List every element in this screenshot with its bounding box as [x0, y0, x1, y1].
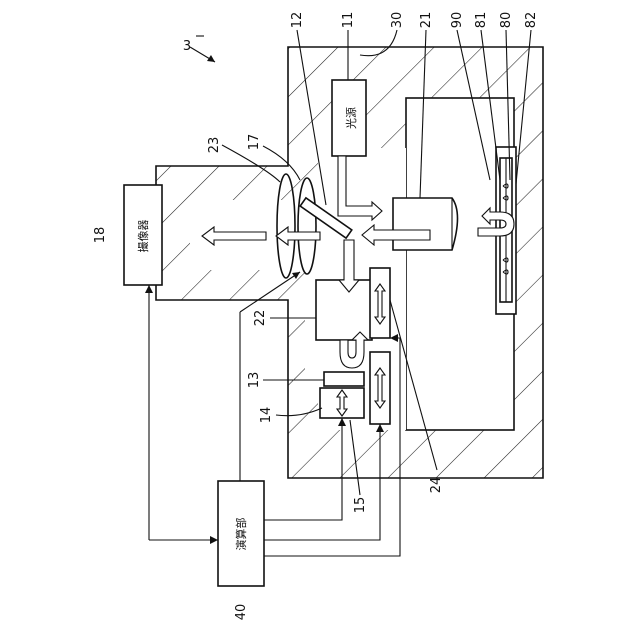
- ref-18: 18: [93, 227, 108, 244]
- ref-12: 12: [290, 12, 305, 29]
- ref-40: 40: [234, 604, 249, 621]
- ref-13: 13: [247, 372, 262, 389]
- ref-14: 14: [259, 407, 274, 424]
- ref-17: 17: [247, 134, 262, 151]
- ref-22: 22: [253, 310, 268, 327]
- actuator-15: [370, 352, 390, 424]
- ref-3: 3: [183, 39, 191, 54]
- actuator-24: [370, 268, 390, 338]
- calculator-label: 演算部: [234, 518, 248, 551]
- ref-30: 30: [390, 12, 405, 29]
- ref-21: 21: [419, 12, 434, 29]
- objective-lens-21: [393, 198, 458, 250]
- calculation-unit-40: 演算部: [218, 481, 264, 586]
- ref-81: 81: [474, 12, 489, 29]
- ref-80: 80: [499, 12, 514, 29]
- detector-22: [316, 280, 372, 340]
- ref-15: 15: [353, 497, 368, 514]
- light-source-label: 光源: [344, 107, 358, 129]
- camera-label: 撮像器: [136, 220, 150, 253]
- light-source-11: 光源: [332, 80, 366, 156]
- ref-82: 82: [524, 12, 539, 29]
- ref-90: 90: [450, 12, 465, 29]
- camera-18: 撮像器: [124, 185, 162, 285]
- mechanism-13-14: [320, 372, 364, 418]
- ref-11: 11: [341, 12, 356, 29]
- ref-23: 23: [207, 137, 222, 154]
- ref-24: 24: [429, 477, 444, 494]
